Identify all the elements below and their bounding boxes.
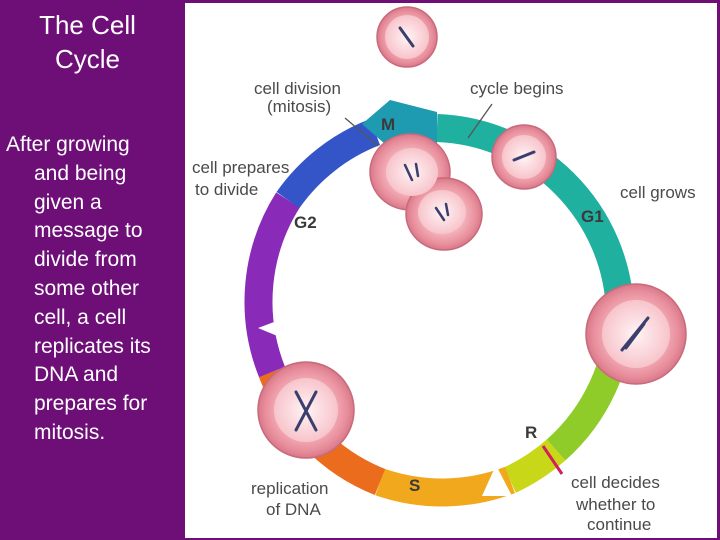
phase-label-g1: G1: [581, 207, 604, 226]
description-line: given a: [34, 190, 102, 214]
cell-replicating: [257, 361, 355, 459]
slide-title: The Cell Cycle: [0, 8, 175, 76]
description-line: cell, a cell: [34, 305, 127, 329]
label-cell-grows: cell grows: [620, 183, 696, 202]
description-line: DNA and: [34, 363, 119, 387]
label-whether-to: whether to: [575, 495, 655, 514]
description-line: replicates its: [34, 334, 151, 358]
phase-label-g2: G2: [294, 213, 317, 232]
title-line-2: Cycle: [54, 44, 120, 74]
description-line: mitosis.: [34, 420, 106, 444]
label-cell-decides: cell decides: [571, 473, 660, 492]
label-of-dna: of DNA: [266, 500, 321, 519]
description-line: divide from: [34, 248, 137, 272]
cell-top: [376, 6, 438, 68]
phase-label-r: R: [525, 423, 537, 442]
cell-cycle-figure: M G1 R S G2 cell division (mitosis) cycl…: [185, 3, 717, 538]
cell-g1: [491, 124, 557, 190]
label-continue: continue: [587, 515, 651, 534]
arrow-notch: [482, 465, 512, 496]
cell-grown: [585, 283, 687, 385]
segment-g1: [436, 114, 634, 311]
description-line: After growing: [6, 133, 130, 156]
label-to-divide: to divide: [195, 180, 258, 199]
restriction-point-mark: [541, 445, 564, 475]
label-mitosis: (mitosis): [267, 97, 331, 116]
label-cell-division: cell division: [254, 79, 341, 98]
phase-label-s: S: [409, 476, 420, 495]
segment-g2: [244, 192, 300, 378]
segment-r: [503, 439, 566, 493]
label-replication: replication: [251, 479, 329, 498]
leader-line: [467, 103, 493, 139]
cell-dividing: [369, 133, 483, 251]
left-panel: The Cell Cycle After growing and being g…: [0, 0, 185, 540]
phase-label-m: M: [381, 115, 395, 134]
arrow-notch: [258, 316, 292, 342]
label-cell-prepares: cell prepares: [192, 158, 289, 177]
leader-line: [344, 117, 379, 147]
description-line: message to: [34, 219, 143, 243]
segment-g2-upper: [276, 118, 381, 209]
slide-description: After growing and being given a message …: [6, 131, 184, 448]
description-line: some other: [34, 276, 140, 300]
cell-cycle-diagram: M G1 R S G2 cell division (mitosis) cycl…: [192, 6, 696, 534]
label-cycle-begins: cycle begins: [470, 79, 564, 98]
title-line-1: The Cell: [39, 10, 136, 40]
description-line: and being: [34, 161, 127, 185]
description-line: prepares for: [34, 392, 148, 416]
